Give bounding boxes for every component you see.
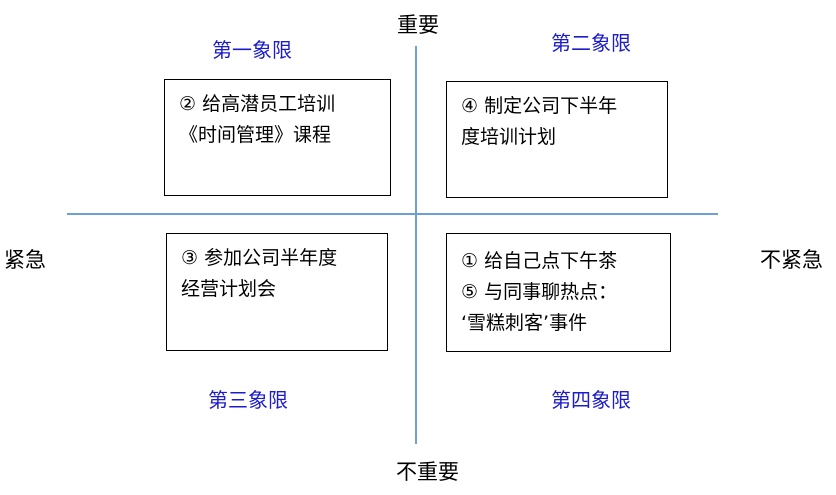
quadrant-3-box: ③ 参加公司半年度 经营计划会: [166, 233, 388, 351]
horizontal-axis-line: [67, 213, 718, 215]
quadrant-4-line: ⑤ 与同事聊热点：: [461, 281, 618, 303]
quadrant-4-line: ‘雪糕刺客’事件: [461, 312, 588, 334]
axis-label-not-urgent: 不紧急: [760, 248, 823, 272]
axis-label-not-important: 不重要: [396, 460, 459, 484]
axis-label-important: 重要: [397, 13, 439, 37]
quadrant-3-line: 经营计划会: [181, 278, 277, 300]
quadrant-4-line: ① 给自己点下午茶: [461, 250, 618, 272]
quadrant-2-line: ④ 制定公司下半年: [461, 95, 618, 117]
quadrant-2-label: 第二象限: [551, 31, 631, 55]
quadrant-4-box: ① 给自己点下午茶 ⑤ 与同事聊热点： ‘雪糕刺客’事件: [446, 233, 671, 352]
quadrant-1-line: ② 给高潜员工培训: [179, 93, 336, 115]
quadrant-2-box: ④ 制定公司下半年 度培训计划: [446, 81, 668, 198]
quadrant-4-label: 第四象限: [551, 388, 631, 412]
quadrant-2-line: 度培训计划: [461, 126, 557, 148]
quadrant-1-line: 《时间管理》课程: [179, 124, 332, 146]
axis-label-urgent: 紧急: [4, 248, 46, 272]
quadrant-1-box: ② 给高潜员工培训 《时间管理》课程: [164, 79, 391, 196]
quadrant-1-label: 第一象限: [212, 38, 292, 62]
quadrant-3-label: 第三象限: [208, 388, 288, 412]
vertical-axis-line: [415, 46, 417, 444]
quadrant-3-line: ③ 参加公司半年度: [181, 247, 338, 269]
